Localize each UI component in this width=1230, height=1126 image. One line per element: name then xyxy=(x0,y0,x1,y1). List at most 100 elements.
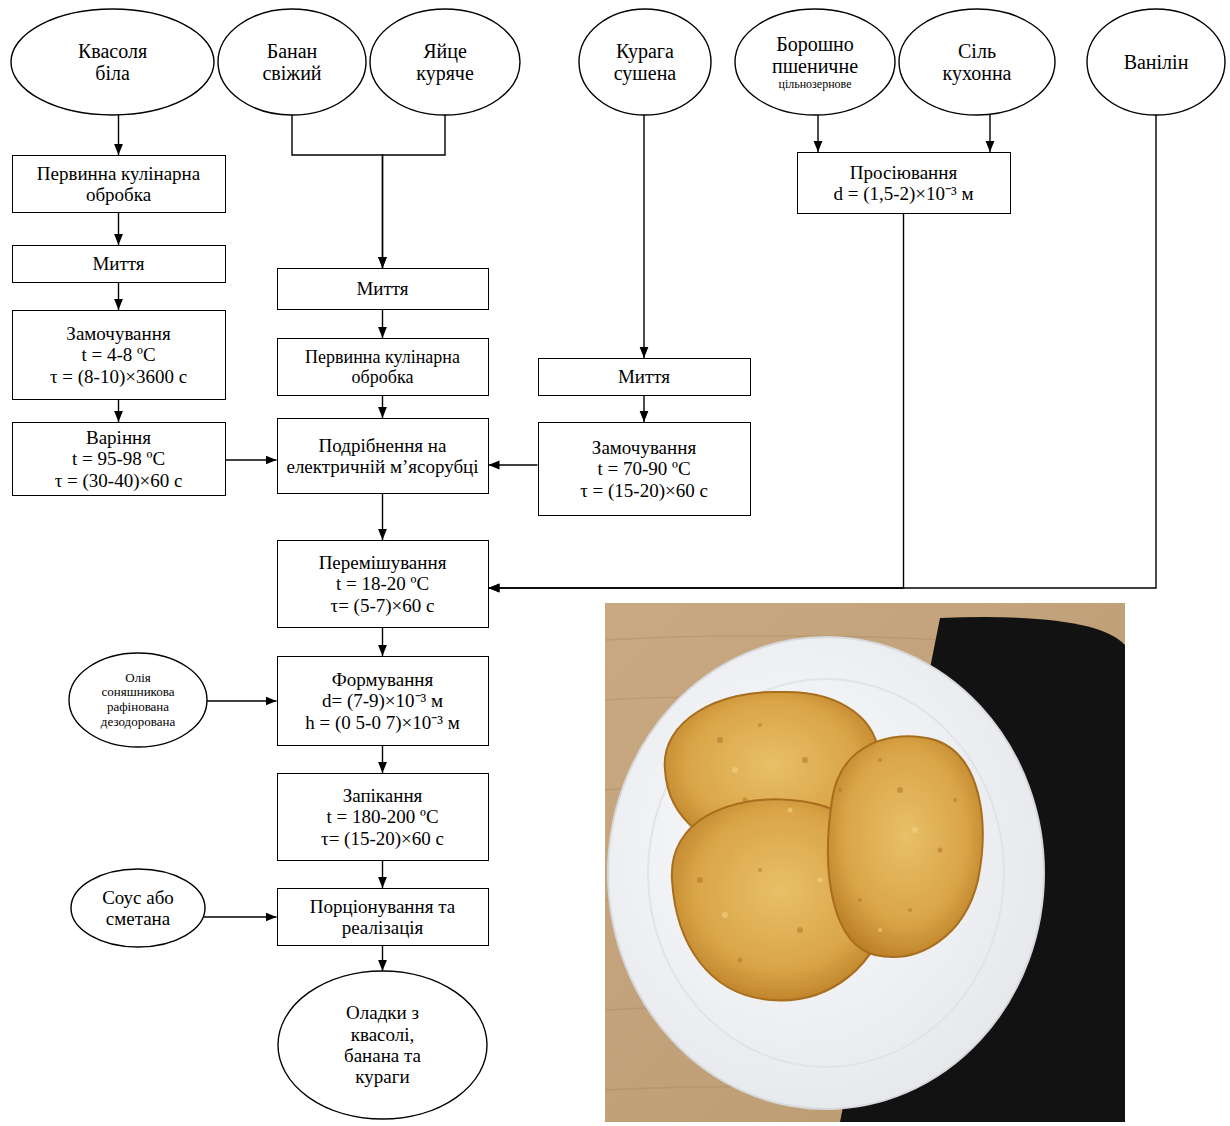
ellipse-shape xyxy=(71,869,205,947)
flow-arrow xyxy=(292,115,383,268)
text-group: Яйце куряче xyxy=(400,40,490,85)
flow-arrow xyxy=(382,494,383,540)
text-group: Просіюванняd = (1,5-2)×10⁻³ м xyxy=(804,162,1004,205)
node-text: Яйце куряче xyxy=(400,40,490,85)
ellipse-shape xyxy=(1087,9,1225,115)
node-text: Формування xyxy=(332,669,433,690)
text-group: Первинна кулінарна обробка xyxy=(19,163,219,206)
text-group: Варінняt = 95-98 ºCτ = (30-40)×60 с xyxy=(19,427,219,491)
text-group: Соус або сметана xyxy=(93,887,183,930)
process-box: Подрібнення на електричній м’ясорубці xyxy=(277,418,489,494)
text-group: Банан свіжий xyxy=(247,40,337,85)
flow-arrow xyxy=(118,115,119,155)
text-group: Миття xyxy=(19,253,219,274)
node-text: τ = (8-10)×3600 с xyxy=(50,366,187,387)
text-group: Первинна кулінарна обробка xyxy=(284,347,482,387)
text-group: Миття xyxy=(545,366,744,387)
product-ellipse: Оладки з квасолі, банана та кураги xyxy=(277,970,488,1120)
ellipse-shape xyxy=(69,653,207,747)
flow-arrow xyxy=(643,396,644,422)
flow-arrow xyxy=(489,214,904,588)
node-text: Оладки з квасолі, банана та кураги xyxy=(333,1002,433,1087)
flow-arrow xyxy=(643,115,644,358)
flow-arrow xyxy=(207,700,277,701)
plate xyxy=(608,637,1044,1109)
node-text: d = (1,5-2)×10⁻³ м xyxy=(833,183,973,204)
process-box: Миття xyxy=(538,358,751,396)
node-text: τ= (5-7)×60 с xyxy=(331,595,435,616)
node-text: Олія соняшникова рафінована дезодорована xyxy=(92,671,184,729)
flow-arrow xyxy=(226,459,277,460)
node-text: d= (7-9)×10⁻³ м xyxy=(322,690,443,711)
text-group: Подрібнення на електричній м’ясорубці xyxy=(284,435,482,478)
process-box: Первинна кулінарна обробка xyxy=(277,338,489,396)
process-box: Просіюванняd = (1,5-2)×10⁻³ м xyxy=(797,152,1011,214)
text-group: Оладки з квасолі, банана та кураги xyxy=(333,1002,433,1087)
node-text: Перемішування xyxy=(319,552,447,573)
node-text: t = 95-98 ºC xyxy=(72,448,165,469)
node-text: Банан свіжий xyxy=(247,40,337,85)
flow-arrow xyxy=(489,464,538,465)
node-text: Курага сушена xyxy=(601,40,689,85)
flow-arrow xyxy=(382,861,383,888)
photo-content xyxy=(605,603,1125,1122)
process-box: Порціонування та реалізація xyxy=(277,888,489,946)
ellipse-shape xyxy=(735,9,895,115)
pancake-texture xyxy=(697,723,957,963)
process-box: Формуванняd= (7-9)×10⁻³ мh = (0 5-0 7)×1… xyxy=(277,656,489,746)
node-text: Варіння xyxy=(86,427,151,448)
node-text: Ванілін xyxy=(1124,51,1189,73)
ellipse-shape xyxy=(370,9,520,115)
text-group: Олія соняшникова рафінована дезодорована xyxy=(92,671,184,729)
ingredient-ellipse: Олія соняшникова рафінована дезодорована xyxy=(68,652,208,748)
plate-rim xyxy=(648,679,1004,1067)
flow-arrow xyxy=(382,628,383,656)
node-text: Подрібнення на електричній м’ясорубці xyxy=(284,435,482,478)
ellipse-shape xyxy=(899,9,1055,115)
flow-arrow xyxy=(382,310,383,338)
node-text: t = 70-90 ºC xyxy=(597,458,690,479)
node-text: Порціонування та реалізація xyxy=(284,896,482,939)
node-text: Сіль кухонна xyxy=(932,40,1022,85)
node-text: τ = (30-40)×60 с xyxy=(55,470,183,491)
flow-arrow xyxy=(118,283,119,310)
node-text: Борошно пшеничне xyxy=(765,33,865,78)
text-group: Перемішуванняt = 18-20 ºCτ= (5-7)×60 с xyxy=(284,552,482,616)
node-text: Замочування xyxy=(592,437,696,458)
ellipse-shape xyxy=(11,9,214,115)
text-group: Ванілін xyxy=(1112,51,1200,73)
node-text: Квасоля біла xyxy=(63,40,163,85)
text-group: Порціонування та реалізація xyxy=(284,896,482,939)
node-text: Миття xyxy=(618,366,670,387)
ingredient-ellipse: Яйце куряче xyxy=(369,8,521,116)
text-group: Формуванняd= (7-9)×10⁻³ мh = (0 5-0 7)×1… xyxy=(284,669,482,733)
ingredient-ellipse: Квасоля біла xyxy=(10,8,215,116)
text-group: Запіканняt = 180-200 ºCτ= (15-20)×60 с xyxy=(284,785,482,849)
process-box: Первинна кулінарна обробка xyxy=(12,155,226,213)
flow-arrow xyxy=(817,115,818,152)
node-text: Первинна кулінарна обробка xyxy=(19,163,219,206)
node-text: цільнозернове xyxy=(778,78,851,91)
process-box: Замочуванняt = 4-8 ºCτ = (8-10)×3600 с xyxy=(12,310,226,400)
text-group: Курага сушена xyxy=(601,40,689,85)
flow-arrow xyxy=(203,916,276,917)
pancake-highlight xyxy=(722,767,918,932)
process-box: Перемішуванняt = 18-20 ºCτ= (5-7)×60 с xyxy=(277,540,489,628)
ingredient-ellipse: Сіль кухонна xyxy=(898,8,1056,116)
node-text: Соус або сметана xyxy=(93,887,183,930)
node-text: Миття xyxy=(92,253,144,274)
node-text: t = 4-8 ºC xyxy=(81,344,155,365)
text-group: Сіль кухонна xyxy=(932,40,1022,85)
node-text: Первинна кулінарна обробка xyxy=(284,347,482,387)
node-text: τ= (15-20)×60 с xyxy=(321,828,444,849)
ingredient-ellipse: Борошно пшеничнецільнозернове xyxy=(734,8,896,116)
node-text: Запікання xyxy=(343,785,423,806)
flow-arrow xyxy=(489,115,1157,588)
node-text: Миття xyxy=(356,278,408,299)
ingredient-ellipse: Соус або сметана xyxy=(70,868,206,948)
process-box: Запіканняt = 180-200 ºCτ= (15-20)×60 с xyxy=(277,773,489,861)
text-group: Борошно пшеничнецільнозернове xyxy=(765,33,865,91)
ingredient-ellipse: Ванілін xyxy=(1086,8,1226,116)
flow-arrow xyxy=(382,946,383,971)
